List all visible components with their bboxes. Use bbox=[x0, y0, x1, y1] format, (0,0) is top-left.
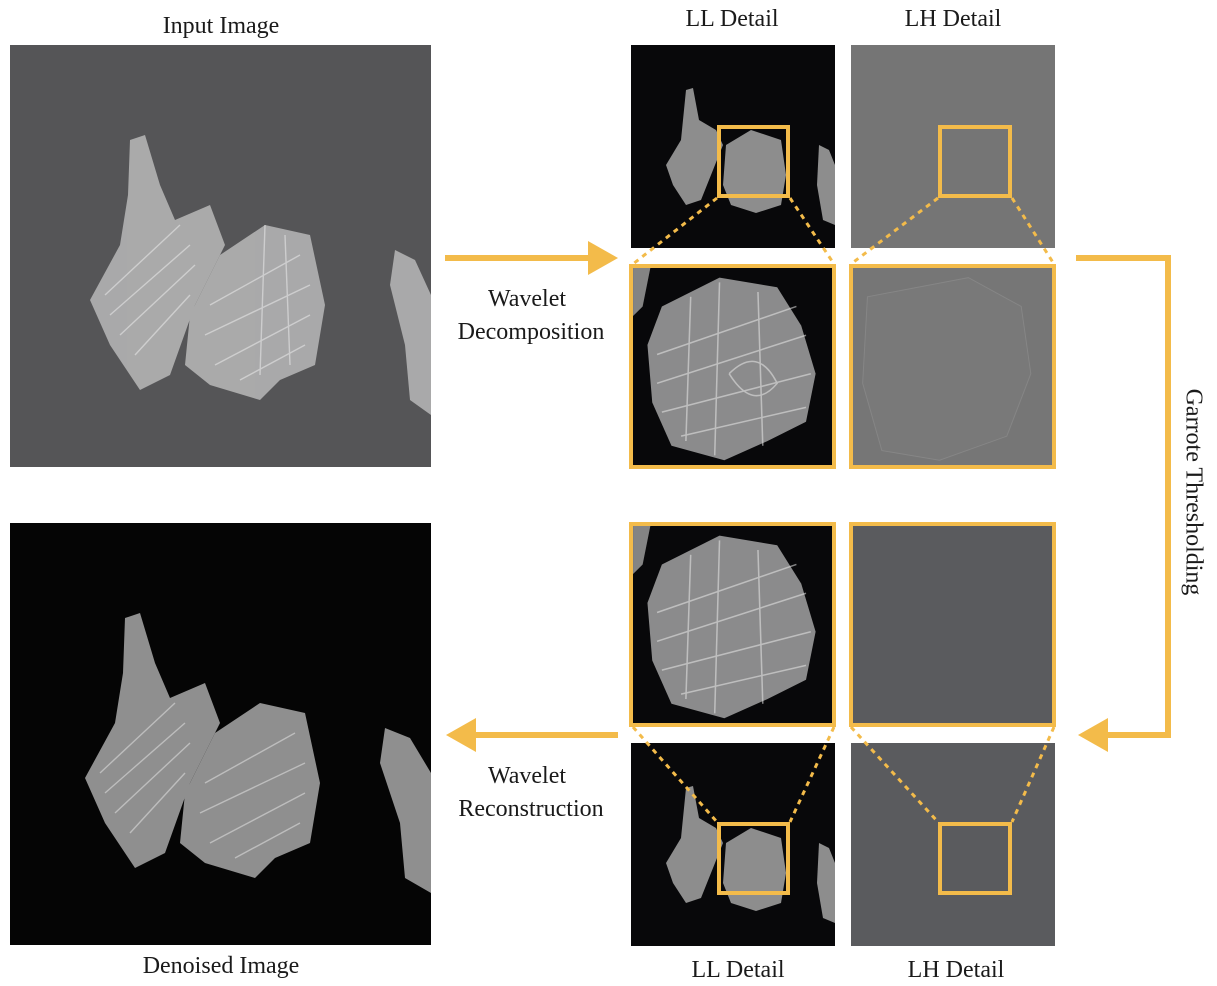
lh-detail-bottom-title: LH Detail bbox=[907, 957, 1005, 983]
lh-detail-top-title: LH Detail bbox=[904, 6, 1002, 32]
ll-detail-zoom-top bbox=[629, 264, 836, 469]
ll-detail-zoom-bottom bbox=[629, 522, 836, 727]
input-image bbox=[10, 45, 431, 467]
lh-detail-zoom-bottom bbox=[849, 522, 1056, 727]
lh-detail-zoom-top bbox=[849, 264, 1056, 469]
reconstruction-arrow bbox=[446, 718, 618, 752]
ll-zoom-box-bottom bbox=[717, 822, 790, 895]
lh-zoom-box-top bbox=[938, 125, 1012, 198]
denoised-image bbox=[10, 523, 431, 945]
ll-detail-bottom-title: LL Detail bbox=[691, 957, 785, 983]
ll-detail-top-title: LL Detail bbox=[685, 6, 779, 32]
thresholding-label: Garrote Thresholding bbox=[1180, 388, 1207, 596]
denoised-image-title: Denoised Image bbox=[142, 953, 300, 979]
reconstruction-label-line2: Reconstruction bbox=[458, 796, 604, 822]
lh-zoom-box-bottom bbox=[938, 822, 1012, 895]
reconstruction-label-line1: Wavelet bbox=[487, 763, 567, 789]
decomposition-arrow bbox=[445, 241, 618, 275]
input-image-title: Input Image bbox=[162, 13, 280, 39]
thresholding-arrow bbox=[1076, 255, 1171, 752]
decomposition-label-line2: Decomposition bbox=[457, 319, 605, 345]
ll-zoom-box-top bbox=[717, 125, 790, 198]
decomposition-label-line1: Wavelet bbox=[487, 286, 567, 312]
